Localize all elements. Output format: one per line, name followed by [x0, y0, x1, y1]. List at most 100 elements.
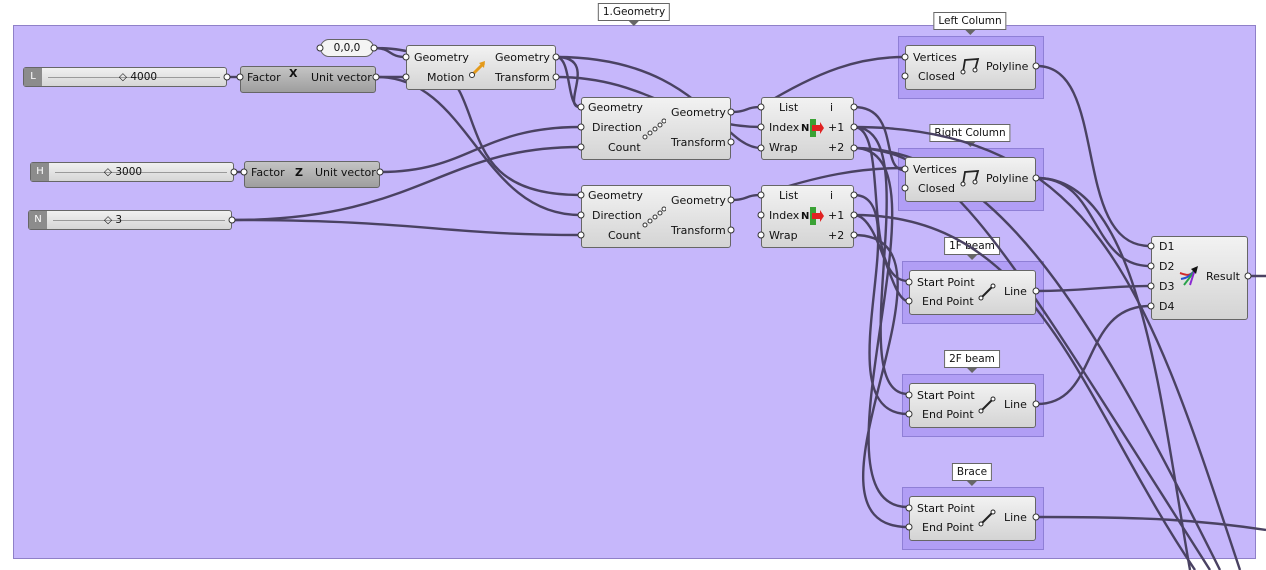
port[interactable]: [905, 297, 913, 305]
slider-H-value[interactable]: ◇ 3000: [103, 166, 143, 178]
slider-N-value[interactable]: ◇ 3: [103, 214, 123, 226]
1f-beam-line[interactable]: Start Point End Point Line: [909, 270, 1036, 315]
1f-end-in: End Point: [922, 295, 974, 308]
port[interactable]: [850, 103, 858, 111]
port[interactable]: [236, 73, 244, 81]
right-closed-in: Closed: [918, 182, 955, 195]
wire-unitz-array1: [379, 125, 581, 174]
port[interactable]: [552, 73, 560, 81]
port[interactable]: [850, 123, 858, 131]
move-geometry-in: Geometry: [414, 51, 469, 64]
shift1-list-in: List: [779, 101, 799, 114]
port[interactable]: [905, 504, 913, 512]
port[interactable]: [901, 53, 909, 61]
port[interactable]: [316, 44, 324, 52]
port[interactable]: [552, 53, 560, 61]
port[interactable]: [727, 196, 735, 204]
port[interactable]: [901, 165, 909, 173]
right-column-polyline[interactable]: Vertices Closed Polyline: [905, 157, 1036, 202]
port[interactable]: [1032, 513, 1040, 521]
port[interactable]: [1032, 287, 1040, 295]
port[interactable]: [757, 231, 765, 239]
linear-array-2[interactable]: Geometry Direction Count Geometry Transf…: [581, 185, 731, 248]
port[interactable]: [757, 103, 765, 111]
slider-N[interactable]: N ◇ 3: [28, 210, 232, 230]
2f-beam-line[interactable]: Start Point End Point Line: [909, 383, 1036, 428]
brace-line[interactable]: Start Point End Point Line: [909, 496, 1036, 541]
port[interactable]: [577, 191, 585, 199]
port[interactable]: [577, 123, 585, 131]
port[interactable]: [1147, 282, 1155, 290]
left-column-label: Left Column: [933, 12, 1007, 35]
array1-geometry-in: Geometry: [588, 101, 643, 114]
merge-component[interactable]: D1 D2 D3 D4 Result: [1151, 236, 1248, 320]
move-arrow-icon: [469, 61, 486, 78]
port[interactable]: [905, 523, 913, 531]
linear-array-1[interactable]: Geometry Direction Count Geometry Transf…: [581, 97, 731, 160]
wire-beam1-merge: [1036, 284, 1151, 293]
port[interactable]: [850, 191, 858, 199]
slider-L[interactable]: L ◇ 4000: [23, 67, 227, 87]
port[interactable]: [757, 191, 765, 199]
1f-beam-label: 1F beam: [944, 237, 1000, 260]
wire-beam2-merge: [1036, 304, 1151, 406]
port[interactable]: [757, 211, 765, 219]
shift-list-1[interactable]: List Index Wrap N i +1 +2: [761, 97, 854, 160]
port[interactable]: [905, 391, 913, 399]
port[interactable]: [727, 226, 735, 234]
wire-s1p1-far: [853, 125, 1242, 570]
port[interactable]: [1147, 302, 1155, 310]
brace-line-out: Line: [1004, 511, 1027, 524]
port[interactable]: [901, 184, 909, 192]
port[interactable]: [1032, 400, 1040, 408]
port[interactable]: [1147, 242, 1155, 250]
merge-result-out: Result: [1206, 270, 1240, 283]
wire-right-far: [1036, 176, 1192, 570]
wire-left-merge: [1036, 64, 1151, 248]
port[interactable]: [850, 231, 858, 239]
port[interactable]: [230, 168, 238, 176]
port[interactable]: [577, 211, 585, 219]
port[interactable]: [577, 103, 585, 111]
port[interactable]: [577, 143, 585, 151]
port[interactable]: [905, 278, 913, 286]
port[interactable]: [727, 108, 735, 116]
array2-transform-out: Transform: [671, 224, 726, 237]
wire-s2p1-beam1: [853, 213, 909, 303]
2f-line-icon: [978, 396, 996, 414]
origin-panel[interactable]: 0,0,0: [320, 39, 374, 57]
slider-H[interactable]: H ◇ 3000: [30, 162, 234, 182]
port[interactable]: [370, 44, 378, 52]
port[interactable]: [372, 73, 380, 81]
port[interactable]: [228, 216, 236, 224]
port[interactable]: [1244, 272, 1252, 280]
port[interactable]: [1032, 62, 1040, 70]
brace-line-icon: [978, 509, 996, 527]
port[interactable]: [577, 231, 585, 239]
port[interactable]: [757, 144, 765, 152]
unit-z-component[interactable]: Factor Z Unit vector: [244, 161, 380, 188]
slider-H-track: [55, 172, 227, 173]
port[interactable]: [727, 138, 735, 146]
port[interactable]: [757, 123, 765, 131]
port[interactable]: [240, 168, 248, 176]
port[interactable]: [402, 53, 410, 61]
port[interactable]: [1032, 174, 1040, 182]
port[interactable]: [905, 410, 913, 418]
wire-s1p1-beam2: [853, 125, 909, 396]
wire-move-array1b: [555, 55, 581, 109]
left-column-polyline[interactable]: Vertices Closed Polyline: [905, 45, 1036, 90]
slider-L-value[interactable]: ◇ 4000: [118, 71, 158, 83]
port[interactable]: [850, 144, 858, 152]
port[interactable]: [850, 211, 858, 219]
port[interactable]: [1147, 262, 1155, 270]
move-component[interactable]: Geometry Motion Geometry Transform: [406, 45, 556, 90]
port[interactable]: [376, 168, 384, 176]
unit-x-component[interactable]: Factor X Unit vector: [240, 66, 376, 93]
port[interactable]: [402, 73, 410, 81]
shift-list-2[interactable]: List Index Wrap N i +1 +2: [761, 185, 854, 248]
shift2-list-in: List: [779, 189, 799, 202]
port[interactable]: [223, 73, 231, 81]
port[interactable]: [901, 72, 909, 80]
